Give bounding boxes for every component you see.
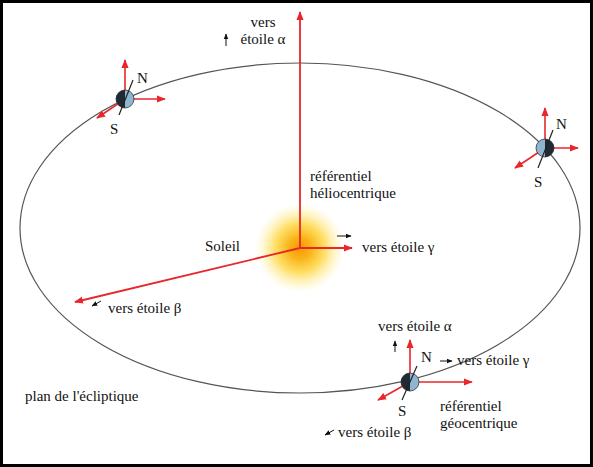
pole-label: N — [137, 70, 148, 87]
frame-label: référentiel héliocentrique — [310, 168, 410, 202]
star-direction-label: vers étoile β — [338, 424, 411, 441]
pole-label: S — [110, 121, 118, 138]
plane-label: plan de l'écliptique — [25, 388, 139, 405]
star-direction-label: vers étoile α — [236, 14, 290, 48]
earth-top-left — [97, 60, 165, 118]
heliocentric-axes — [75, 12, 352, 302]
earth-right — [515, 108, 578, 168]
direction-hint-arrows — [92, 34, 452, 435]
pole-label: S — [534, 174, 542, 191]
pole-label: N — [556, 116, 567, 133]
star-direction-label: vers étoile β — [108, 300, 181, 317]
earth-bottom — [378, 340, 472, 400]
frame-label: référentiel géocentrique — [440, 398, 540, 432]
star-direction-label: vers étoile γ — [362, 239, 434, 256]
star-direction-label: vers étoile α — [378, 318, 452, 335]
body-label: Soleil — [205, 238, 240, 255]
pole-label: S — [398, 403, 406, 420]
pole-label: N — [421, 349, 432, 366]
star-direction-label: vers étoile γ — [457, 352, 529, 369]
